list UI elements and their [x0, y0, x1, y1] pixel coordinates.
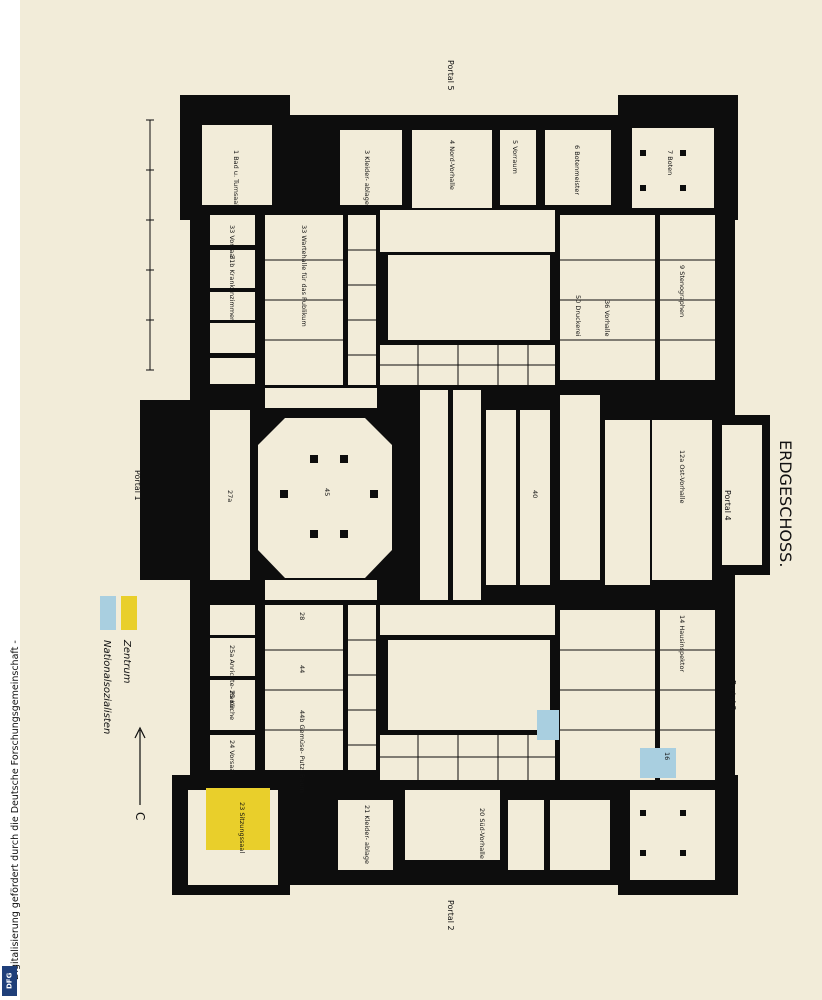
room-label: 12a Ost-Vorhalle — [678, 450, 686, 504]
map-page: C Zentrum Nationalsozialisten ERDGESCHOS… — [20, 0, 822, 1000]
room-label: 16 — [663, 752, 671, 760]
room-label: 36 Vorhalle — [603, 300, 611, 337]
room-label: 33 Vorsaal — [228, 225, 236, 259]
room-label: 4 Nord-Vorhalle — [448, 140, 456, 190]
room-label: 7 Boten — [666, 150, 674, 175]
room-label: 20 Süd-Vorhalle — [478, 808, 486, 859]
room-label: 45 — [323, 488, 331, 496]
legend-swatch-nationalsozialisten — [100, 596, 116, 630]
room-label: 5 Vorraum — [511, 140, 519, 174]
portal-4-label: Portal 4 — [723, 490, 732, 521]
room-label: 33 Wartehalle für das Publikum — [300, 225, 308, 327]
room-fills — [188, 125, 762, 885]
map-title: ERDGESCHOSS. — [776, 440, 795, 567]
portal-3-label: Portal 3 — [728, 680, 737, 711]
nationalsozialisten-room-54 — [537, 710, 559, 740]
room-label: 44 — [298, 665, 306, 673]
room-label: 14 Hausinspektor — [678, 615, 686, 672]
room-label: 24 Vorsaal — [228, 740, 236, 774]
room-label: 31b Krankenzimmer — [228, 255, 236, 321]
interior-lines — [265, 249, 715, 780]
room-label: 28 — [298, 612, 306, 620]
room-label: 50 Druckerei — [574, 295, 582, 337]
legend-swatch-zentrum — [121, 596, 137, 630]
room-label: 23 Sitzungssaal — [238, 802, 246, 853]
room-label: 6 Botenmeister — [573, 145, 581, 195]
room-labels: 1 Bad u. Turnsaal 3 Kleider- ablage 4 No… — [226, 140, 686, 864]
north-arrow-label: C — [133, 812, 147, 820]
portal-1-label: Portal 1 — [133, 470, 142, 501]
room-label: 1 Bad u. Turnsaal — [232, 150, 240, 206]
room-label: 27a — [226, 490, 234, 502]
zentrum-room-sitzungssaal — [206, 788, 270, 850]
room-label: 21 Kleider- ablage — [363, 805, 371, 864]
room-label: 40 — [531, 490, 539, 498]
floor-plan: C Zentrum Nationalsozialisten ERDGESCHOS… — [100, 60, 795, 931]
room-label: 25 Küche — [228, 690, 236, 720]
nationalsozialisten-room-16 — [640, 748, 676, 778]
portal-2-label: Portal 2 — [446, 900, 455, 931]
portal-5-label: Portal 5 — [446, 60, 455, 91]
room-label: 25a Anrichte- Raum — [228, 645, 236, 710]
dfg-logo: DFG — [2, 966, 17, 996]
scale-bar — [146, 119, 154, 371]
pillar-grid — [280, 150, 686, 856]
legend-label-zentrum: Zentrum — [121, 639, 132, 684]
legend-label-nationalsozialisten: Nationalsozialisten — [101, 640, 112, 734]
room-label: 3 Kleider- ablage — [363, 150, 371, 205]
room-label: 44b Gemüse- Putz- Raum — [298, 710, 306, 793]
north-arrow — [134, 726, 146, 805]
sidebar: Digitalisierung gefördert durch die Deut… — [0, 0, 21, 1000]
room-label: 9 Stenographen — [678, 265, 686, 317]
